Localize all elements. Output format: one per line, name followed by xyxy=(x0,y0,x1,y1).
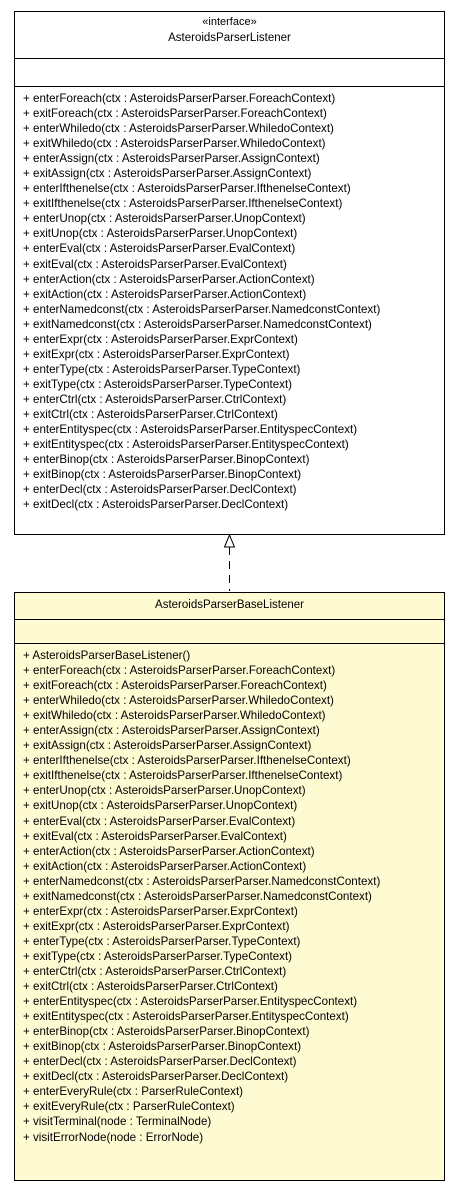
operation-item: + exitBinop(ctx : AsteroidsParserParser.… xyxy=(23,1040,302,1054)
base-listener-class-box[interactable]: AsteroidsParserBaseListener + AsteroidsP… xyxy=(14,592,445,1181)
operation-item: + enterNamedconst(ctx : AsteroidsParserP… xyxy=(23,874,381,888)
operation-item: + enterAction(ctx : AsteroidsParserParse… xyxy=(23,844,315,858)
operation-item: + enterBinop(ctx : AsteroidsParserParser… xyxy=(23,1025,310,1039)
operation-item: + exitForeach(ctx : AsteroidsParserParse… xyxy=(23,107,327,121)
operation-item: + exitNamedconst(ctx : AsteroidsParserPa… xyxy=(23,889,372,903)
operation-item: + enterCtrl(ctx : AsteroidsParserParser.… xyxy=(23,392,287,406)
operation-item: + exitWhiledo(ctx : AsteroidsParserParse… xyxy=(23,709,326,723)
interface-attribute-compartment xyxy=(15,59,444,87)
base-class-name: AsteroidsParserBaseListener xyxy=(155,599,304,611)
operation-item: + visitTerminal(node : TerminalNode) xyxy=(23,1115,212,1129)
interface-class-box[interactable]: «interface» AsteroidsParserListener + en… xyxy=(14,11,445,535)
base-attribute-compartment xyxy=(15,620,444,644)
operation-item: + enterType(ctx : AsteroidsParserParser.… xyxy=(23,362,301,376)
operation-item: + exitDecl(ctx : AsteroidsParserParser.D… xyxy=(23,498,289,512)
operation-item: + visitErrorNode(node : ErrorNode) xyxy=(23,1130,204,1144)
operation-item: + exitAction(ctx : AsteroidsParserParser… xyxy=(23,287,307,301)
interface-name-compartment: «interface» AsteroidsParserListener xyxy=(15,12,444,59)
operation-item: + enterUnop(ctx : AsteroidsParserParser.… xyxy=(23,784,306,798)
realization-hollow-arrowhead xyxy=(223,533,236,548)
operation-item: + exitEval(ctx : AsteroidsParserParser.E… xyxy=(23,829,287,843)
operation-item: + enterEntityspec(ctx : AsteroidsParserP… xyxy=(23,423,358,437)
operation-item: + exitType(ctx : AsteroidsParserParser.T… xyxy=(23,377,293,391)
operation-item: + exitNamedconst(ctx : AsteroidsParserPa… xyxy=(23,317,372,331)
operation-item: + enterNamedconst(ctx : AsteroidsParserP… xyxy=(23,302,381,316)
operation-item: + enterType(ctx : AsteroidsParserParser.… xyxy=(23,934,301,948)
operation-item: + enterIfthenelse(ctx : AsteroidsParserP… xyxy=(23,182,351,196)
operation-item: + enterForeach(ctx : AsteroidsParserPars… xyxy=(23,92,336,105)
operation-item: + enterWhiledo(ctx : AsteroidsParserPars… xyxy=(23,694,334,708)
operation-item: + enterEval(ctx : AsteroidsParserParser.… xyxy=(23,242,296,256)
operation-item: + exitAssign(ctx : AsteroidsParserParser… xyxy=(23,739,312,753)
operation-item: + enterWhiledo(ctx : AsteroidsParserPars… xyxy=(23,122,334,136)
operation-item: + exitExpr(ctx : AsteroidsParserParser.E… xyxy=(23,919,290,933)
operation-item: + exitWhiledo(ctx : AsteroidsParserParse… xyxy=(23,137,326,151)
interface-class-name: AsteroidsParserListener xyxy=(168,32,291,44)
operation-item: + exitUnop(ctx : AsteroidsParserParser.U… xyxy=(23,227,298,241)
operation-item: + AsteroidsParserBaseListener() xyxy=(23,649,191,662)
operation-item: + enterCtrl(ctx : AsteroidsParserParser.… xyxy=(23,964,287,978)
operation-item: + enterUnop(ctx : AsteroidsParserParser.… xyxy=(23,212,306,226)
base-name-compartment: AsteroidsParserBaseListener xyxy=(15,593,444,620)
operation-item: + exitExpr(ctx : AsteroidsParserParser.E… xyxy=(23,347,290,361)
operation-item: + exitCtrl(ctx : AsteroidsParserParser.C… xyxy=(23,407,278,421)
operation-item: + exitDecl(ctx : AsteroidsParserParser.D… xyxy=(23,1070,289,1084)
operation-item: + exitAssign(ctx : AsteroidsParserParser… xyxy=(23,167,312,181)
operation-item: + enterIfthenelse(ctx : AsteroidsParserP… xyxy=(23,754,351,768)
operation-item: + exitEval(ctx : AsteroidsParserParser.E… xyxy=(23,257,287,271)
operation-item: + enterForeach(ctx : AsteroidsParserPars… xyxy=(23,664,336,678)
interface-operations-compartment: + enterForeach(ctx : AsteroidsParserPars… xyxy=(15,87,444,512)
base-operations-compartment: + AsteroidsParserBaseListener() + enterFo… xyxy=(15,644,444,1145)
operation-item: + exitBinop(ctx : AsteroidsParserParser.… xyxy=(23,468,302,482)
operation-item: + enterAction(ctx : AsteroidsParserParse… xyxy=(23,272,315,286)
interface-stereotype: «interface» xyxy=(202,16,257,28)
operation-item: + enterEntityspec(ctx : AsteroidsParserP… xyxy=(23,995,358,1009)
operation-item: + enterDecl(ctx : AsteroidsParserParser.… xyxy=(23,1055,297,1069)
operation-item: + exitAction(ctx : AsteroidsParserParser… xyxy=(23,859,307,873)
operation-item: + exitUnop(ctx : AsteroidsParserParser.U… xyxy=(23,799,298,813)
operation-item: + exitEntityspec(ctx : AsteroidsParserPa… xyxy=(23,438,349,452)
operation-item: + enterExpr(ctx : AsteroidsParserParser.… xyxy=(23,904,298,918)
operation-item: + exitIfthenelse(ctx : AsteroidsParserPa… xyxy=(23,197,343,211)
operation-item: + enterEveryRule(ctx : ParserRuleContext… xyxy=(23,1085,244,1099)
operation-item: + exitCtrl(ctx : AsteroidsParserParser.C… xyxy=(23,980,278,994)
operation-item: + enterEval(ctx : AsteroidsParserParser.… xyxy=(23,814,296,828)
operation-item: + enterBinop(ctx : AsteroidsParserParser… xyxy=(23,453,310,467)
operation-item: + enterAssign(ctx : AsteroidsParserParse… xyxy=(23,152,320,166)
operation-item: + exitType(ctx : AsteroidsParserParser.T… xyxy=(23,949,293,963)
operation-item: + enterDecl(ctx : AsteroidsParserParser.… xyxy=(23,483,297,497)
operation-item: + exitForeach(ctx : AsteroidsParserParse… xyxy=(23,679,327,693)
operation-item: + exitEveryRule(ctx : ParserRuleContext) xyxy=(23,1100,235,1114)
operation-item: + enterExpr(ctx : AsteroidsParserParser.… xyxy=(23,332,298,346)
operation-item: + exitIfthenelse(ctx : AsteroidsParserPa… xyxy=(23,769,343,783)
operation-item: + enterAssign(ctx : AsteroidsParserParse… xyxy=(23,724,320,738)
operation-item: + exitEntityspec(ctx : AsteroidsParserPa… xyxy=(23,1010,349,1024)
